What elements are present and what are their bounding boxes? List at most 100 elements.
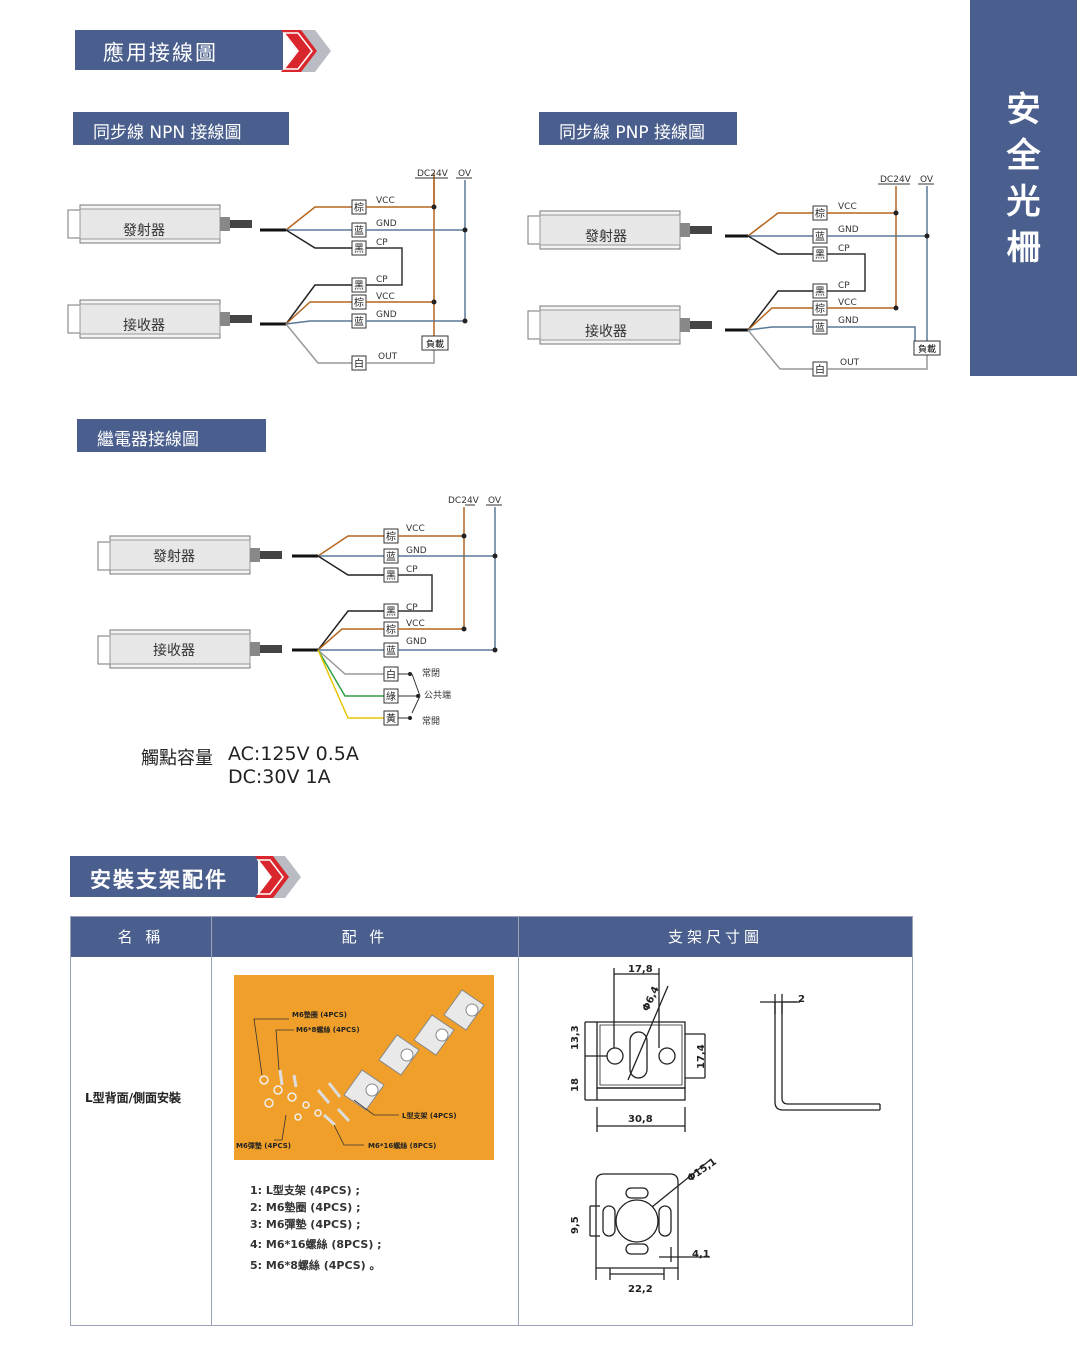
receiver-device: 接收器 (67, 299, 252, 339)
table-header-name: 名 稱 (71, 917, 211, 957)
parts-list-item: 1: L型支架 (4PCS) ; (250, 1184, 360, 1197)
svg-text:黑: 黑 (815, 286, 825, 298)
section-title: 應用接線圖 (103, 41, 218, 65)
dim-w4: 22,2 (628, 1284, 653, 1295)
svg-text:蓝: 蓝 (386, 551, 396, 563)
svg-text:CP: CP (406, 565, 418, 575)
npn-wiring-diagram: 發射器 接收器 棕 蓝 黑 黑 棕 蓝 白 負載 DC24V OV (67, 169, 472, 371)
svg-text:黑: 黑 (386, 606, 396, 618)
dim-d2: Φ15,1 (685, 1156, 719, 1184)
svg-text:CP: CP (838, 244, 850, 254)
normally-open-label: 常開 (422, 715, 440, 727)
washer-photo-label: M6墊圈 (4PCS) (292, 1010, 347, 1019)
svg-text:黃: 黃 (386, 712, 396, 725)
svg-text:GND: GND (838, 316, 859, 326)
svg-text:VCC: VCC (838, 202, 857, 212)
svg-text:棕: 棕 (815, 302, 825, 315)
emitter-device: 發射器 (67, 204, 252, 244)
svg-text:白: 白 (815, 363, 825, 376)
svg-text:OV: OV (458, 169, 472, 179)
spring-photo-label: M6彈墊 (4PCS) (236, 1141, 291, 1150)
normally-closed-label: 常閉 (422, 667, 440, 679)
svg-text:GND: GND (376, 310, 397, 320)
receiver-device: 接收器 (527, 305, 712, 345)
svg-text:黑: 黑 (354, 280, 364, 292)
bracket-photo-label: L型支架 (4PCS) (402, 1111, 457, 1120)
svg-text:OUT: OUT (840, 358, 860, 368)
svg-text:DC24V: DC24V (448, 496, 480, 506)
svg-text:CP: CP (406, 603, 418, 613)
svg-text:OUT: OUT (378, 352, 398, 362)
side-tab-char: 安 (1006, 90, 1041, 130)
emitter-device: 發射器 (97, 535, 282, 575)
svg-text:黑: 黑 (354, 243, 364, 255)
relay-wiring-diagram: 發射器 接收器 棕 蓝 黑 黑 棕 蓝 白 綠 黃 DC2 (97, 496, 502, 727)
svg-text:黑: 黑 (815, 249, 825, 261)
emitter-label: 發射器 (153, 549, 195, 565)
svg-text:DC24V: DC24V (417, 169, 449, 179)
svg-text:白: 白 (386, 668, 396, 681)
side-tab-char: 全 (1006, 136, 1041, 176)
bracket-name: L型背面/側面安裝 (85, 1091, 182, 1105)
bracket-dimension-drawing: 17,8 Φ6,4 13,3 18 17,4 30,8 2 Φ15,1 9,5 … (570, 964, 881, 1295)
receiver-device: 接收器 (97, 629, 282, 669)
dim-h2: 18 (570, 1078, 581, 1092)
svg-text:CP: CP (376, 238, 388, 248)
receiver-label: 接收器 (123, 317, 165, 334)
dim-h4: 9,5 (570, 1216, 581, 1234)
contact-dc-rating: DC:30V 1A (228, 766, 331, 788)
svg-text:棕: 棕 (386, 530, 396, 543)
dim-w3: 4,1 (692, 1249, 710, 1260)
subsection-title: 繼電器接線圖 (97, 430, 199, 450)
svg-text:VCC: VCC (838, 298, 857, 308)
accessories-photo: M6墊圈 (4PCS) M6*8螺絲 (4PCS) L型支架 (4PCS) M6… (234, 975, 494, 1160)
svg-text:GND: GND (406, 546, 427, 556)
section-header-wiring: 應用接線圖 (75, 30, 283, 70)
parts-list-item: 2: M6墊圈 (4PCS) ; (250, 1201, 361, 1214)
parts-list-item: 5: M6*8螺絲 (4PCS) 。 (250, 1259, 381, 1272)
svg-text:蓝: 蓝 (815, 322, 825, 334)
emitter-label: 發射器 (123, 223, 165, 239)
svg-text:OV: OV (920, 175, 934, 185)
svg-text:棕: 棕 (354, 296, 364, 309)
chevron-arrow-icon (255, 856, 301, 898)
dim-w2: 30,8 (628, 1114, 653, 1125)
svg-text:VCC: VCC (406, 524, 425, 534)
svg-text:黑: 黑 (386, 570, 396, 582)
svg-text:蓝: 蓝 (386, 645, 396, 657)
subsection-title: 同步線 NPN 接線圖 (93, 123, 242, 143)
emitter-label: 發射器 (585, 229, 627, 245)
svg-text:GND: GND (406, 637, 427, 647)
svg-text:CP: CP (838, 281, 850, 291)
contact-capacity-label: 觸點容量 (141, 748, 213, 769)
screw8-photo-label: M6*8螺絲 (4PCS) (296, 1025, 360, 1034)
table-header-parts: 配 件 (212, 917, 518, 957)
dim-h3: 17,4 (696, 1044, 707, 1069)
receiver-label: 接收器 (585, 323, 627, 340)
subsection-pnp: 同步線 PNP 接線圖 (539, 112, 737, 145)
load-box: 負載 (918, 343, 936, 355)
dim-w1: 17,8 (628, 964, 653, 975)
side-tab-char: 柵 (1006, 228, 1041, 268)
section-header-bracket: 安裝支架配件 (70, 856, 258, 897)
dim-h1: 13,3 (570, 1025, 581, 1050)
svg-text:GND: GND (838, 225, 859, 235)
pnp-wiring-diagram: 發射器 接收器 棕 蓝 黑 黑 棕 蓝 白 負載 DC24V OV VCC GN… (527, 175, 941, 377)
svg-text:VCC: VCC (376, 196, 395, 206)
svg-text:棕: 棕 (815, 207, 825, 220)
svg-text:白: 白 (354, 357, 364, 370)
svg-text:棕: 棕 (354, 201, 364, 214)
svg-text:蓝: 蓝 (815, 231, 825, 243)
bracket-table: 名 稱 配 件 支架尺寸圖 L型背面/側面安裝 (70, 916, 913, 1326)
svg-text:GND: GND (376, 219, 397, 229)
svg-text:綠: 綠 (386, 691, 396, 703)
subsection-relay: 繼電器接線圖 (77, 419, 266, 452)
contact-ac-rating: AC:125V 0.5A (228, 743, 359, 765)
subsection-title: 同步線 PNP 接線圖 (559, 123, 706, 143)
load-box: 負載 (426, 338, 444, 350)
receiver-label: 接收器 (153, 642, 195, 659)
chevron-arrow-icon (281, 30, 331, 72)
side-category-tab: 安 全 光 柵 (970, 0, 1077, 376)
svg-text:棕: 棕 (386, 623, 396, 636)
subsection-npn: 同步線 NPN 接線圖 (73, 112, 289, 145)
